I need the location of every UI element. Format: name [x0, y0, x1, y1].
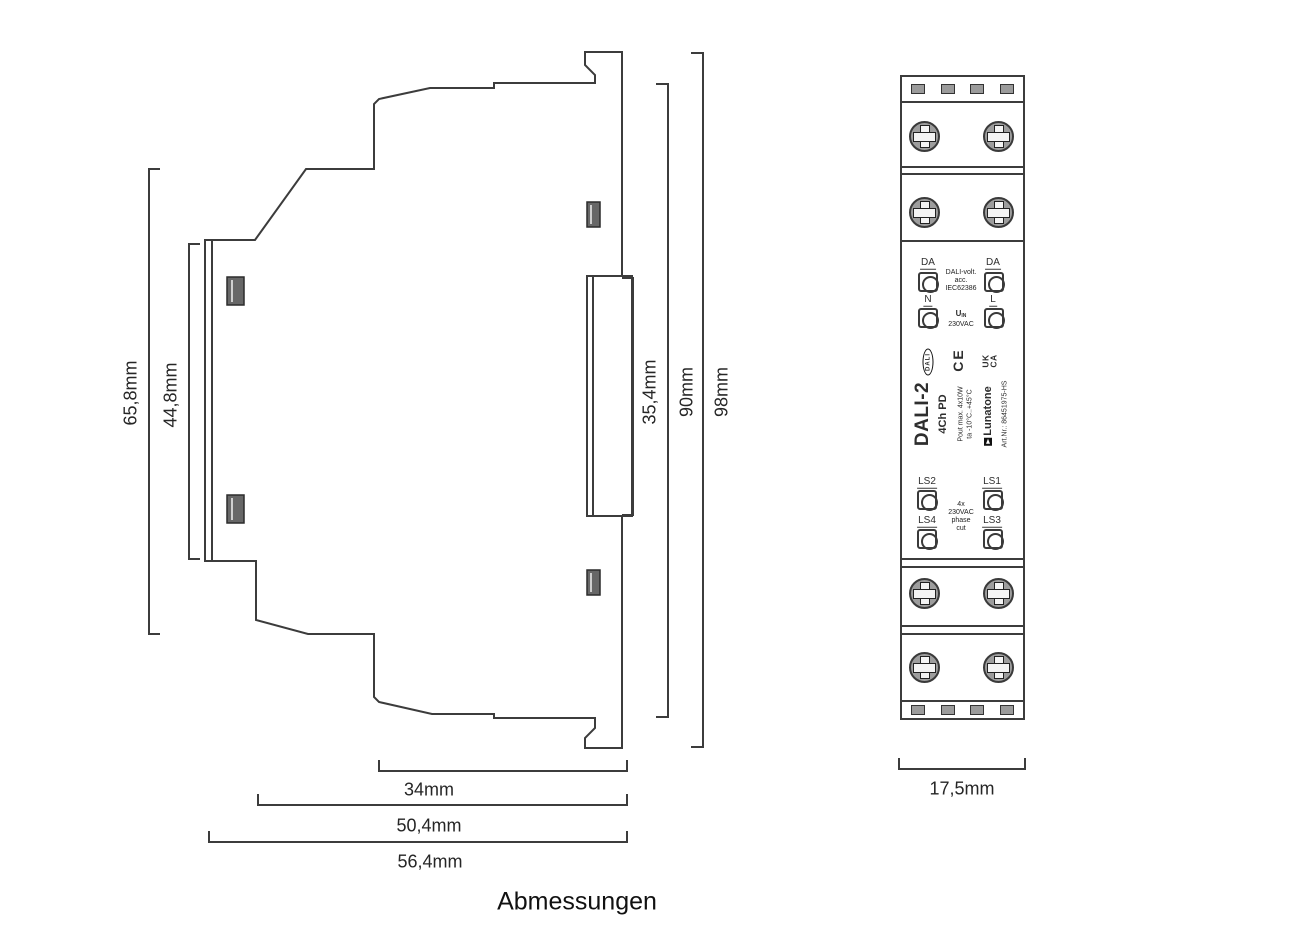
dim-label-front-depth: 34mm [403, 779, 455, 800]
terminal-screw [983, 197, 1014, 228]
terminal-block-divider [902, 566, 1023, 568]
product-variant: 4Ch PD [937, 394, 949, 434]
dali-logo-text: DALI [922, 348, 934, 376]
ce-mark-icon: CE [950, 348, 966, 372]
vent-strip-top [902, 77, 1023, 103]
dim-bracket-17-5 [898, 758, 1026, 770]
phase-cut-note: 4x 230VAC phase cut [948, 501, 974, 533]
clip-slot-back-top [226, 276, 245, 306]
terminal-label-n: N [923, 293, 933, 307]
dali-voltage-note: DALI-volt. acc. IEC62386 [945, 269, 976, 293]
phase-note-line4: cut [956, 525, 966, 532]
clip-slot-back-bottom [226, 494, 245, 524]
ukca-mark-icon: UK CA [981, 354, 999, 368]
terminal-ls4 [917, 529, 938, 550]
din-mount-plate [204, 239, 213, 562]
terminal-ls1 [983, 490, 1004, 511]
phase-note-line2: 230VAC [948, 509, 974, 516]
dim-label-back-height: 65,8mm [120, 360, 141, 426]
product-name: DALI-2 [912, 381, 933, 447]
dali-note-line3: IEC62386 [945, 285, 977, 292]
side-view-outline [211, 51, 623, 749]
dim-bracket-50-4 [257, 794, 628, 806]
terminal-label-da-right: DA [985, 256, 1001, 270]
front-view-device: DA DA DALI-volt. acc. IEC62386 N L UIN 2… [900, 75, 1025, 720]
terminal-screw [983, 578, 1014, 609]
vent-strip-bottom [902, 700, 1023, 718]
vent-slot [940, 84, 955, 94]
vent-slot [911, 705, 925, 715]
terminal-screw [909, 652, 940, 683]
terminal-label-ls1: LS1 [982, 475, 1002, 489]
terminal-ls2 [917, 490, 938, 511]
dim-bracket-44-8 [188, 243, 200, 560]
vent-slot [970, 705, 985, 715]
spec-temperature: ta -10°C..+45°C [966, 389, 974, 439]
dali-note-line1: DALI-volt. [945, 269, 977, 276]
dim-bracket-90 [656, 83, 669, 718]
terminal-block-divider [902, 166, 1023, 175]
dim-label-body-height: 90mm [676, 366, 697, 418]
uin-voltage: 230VAC [948, 321, 974, 328]
vent-slot [999, 84, 1014, 94]
terminal-label-l: L [989, 293, 997, 307]
spec-power: Pout max. 4x10W [957, 386, 965, 442]
front-flange [586, 275, 633, 517]
uin-note: UIN 230VAC [948, 309, 974, 329]
article-number: Art.Nr.: 86451975-HS [1001, 380, 1009, 448]
terminal-screw [983, 652, 1014, 683]
phase-note-line1: 4x [957, 501, 965, 508]
dim-label-total-depth: 56,4mm [397, 851, 463, 872]
vent-slot [999, 705, 1014, 715]
dim-label-din-height: 44,8mm [160, 362, 181, 428]
dim-bracket-56-4 [208, 831, 628, 843]
terminal-l [984, 308, 1005, 329]
terminal-block-divider [902, 625, 1023, 635]
terminal-label-ls4: LS4 [917, 514, 937, 528]
terminal-n [918, 308, 939, 329]
lunatone-logo-icon [984, 437, 992, 446]
dim-bracket-35-4 [622, 277, 634, 516]
terminal-screw [983, 121, 1014, 152]
brand-name: Lunatone [982, 386, 994, 436]
terminal-da-left [918, 272, 939, 293]
vent-slot [911, 84, 925, 94]
dim-bracket-65-8 [148, 168, 160, 635]
terminal-screw [909, 121, 940, 152]
page-caption: Abmessungen [497, 887, 657, 916]
vent-slot [940, 705, 955, 715]
terminal-label-ls3: LS3 [982, 514, 1002, 528]
dim-label-front-height: 35,4mm [639, 359, 660, 425]
terminal-ls3 [983, 529, 1004, 550]
terminal-label-ls2: LS2 [917, 475, 937, 489]
dim-label-body-depth: 50,4mm [396, 815, 462, 836]
uin-subscript: IN [961, 313, 967, 319]
dali-note-line2: acc. [954, 277, 968, 284]
device-label-area: DA DA DALI-volt. acc. IEC62386 N L UIN 2… [902, 240, 1023, 560]
dim-label-total-height: 98mm [711, 366, 732, 418]
dim-bracket-98 [691, 52, 704, 748]
clip-slot-front-bottom [586, 569, 601, 596]
dali-logo: DALI [922, 348, 934, 376]
dim-label-width: 17,5mm [929, 778, 995, 799]
terminal-label-da-left: DA [920, 256, 936, 270]
dim-bracket-34 [378, 760, 628, 772]
uin-symbol: U [955, 309, 962, 318]
vent-slot [970, 84, 985, 94]
brand-lunatone: Lunatone [982, 386, 994, 446]
ca-mark: CA [988, 354, 998, 368]
clip-slot-front-top [586, 201, 601, 228]
phase-note-line3: phase [951, 517, 971, 524]
terminal-screw [909, 578, 940, 609]
terminal-da-right [984, 272, 1005, 293]
terminal-screw [909, 197, 940, 228]
